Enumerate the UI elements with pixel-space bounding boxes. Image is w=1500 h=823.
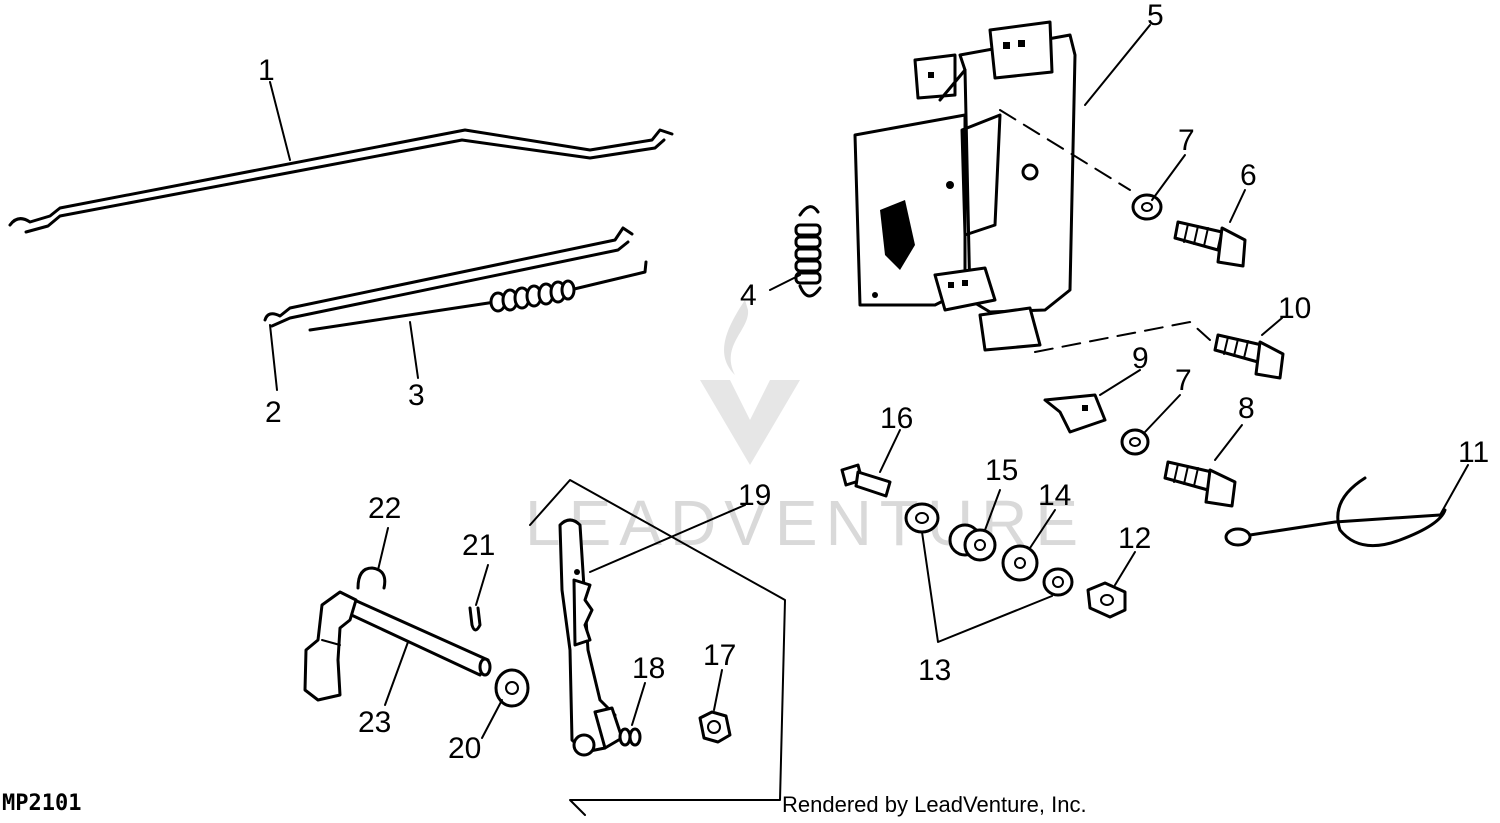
callout-9: 9 [1132, 342, 1149, 375]
part-20-washer [481, 668, 530, 739]
callout-22: 22 [368, 492, 401, 525]
part-13-washer-left [904, 502, 940, 534]
part-19-lever [558, 504, 746, 757]
part-5-bracket-assembly [853, 20, 1151, 352]
leader-dashed-6 [999, 109, 1131, 191]
callout-4: 4 [740, 279, 757, 312]
callout-13: 13 [918, 654, 951, 687]
part-2-rod [263, 226, 634, 391]
diagram-code: MP2101 [2, 791, 81, 816]
callout-12: 12 [1118, 522, 1151, 555]
part-3-spring-rod [308, 260, 648, 379]
callout-10: 10 [1278, 292, 1311, 325]
spring-coil [489, 279, 576, 313]
callout-17: 17 [703, 639, 736, 672]
callout-18: 18 [632, 652, 665, 685]
part-12-nut [1086, 551, 1136, 619]
callout-19: 19 [738, 479, 771, 512]
leader-13 [921, 531, 1053, 643]
part-7-lock-washer-upper [1131, 154, 1186, 221]
callout-23: 23 [358, 706, 391, 739]
callout-21: 21 [462, 529, 495, 562]
callout-7-lower: 7 [1175, 364, 1192, 397]
part-16-bolt [840, 429, 901, 498]
part-23-shaft [303, 590, 492, 706]
part-17-nut [698, 669, 732, 744]
part-9-clip [1043, 369, 1141, 434]
part-11-wire [1224, 464, 1469, 548]
callout-5: 5 [1147, 0, 1164, 32]
callout-15: 15 [985, 454, 1018, 487]
credit-text: Rendered by LeadVenture, Inc. [782, 792, 1087, 817]
callout-3: 3 [408, 379, 425, 412]
part-4-spring [769, 205, 822, 298]
part-6-bolt [1173, 189, 1247, 268]
watermark-text: LEADVENTURE [525, 487, 1086, 559]
callout-numbers: 1 2 3 4 5 6 7 7 8 9 10 11 12 13 14 15 16… [258, 0, 1489, 765]
part-1-rod [8, 81, 674, 234]
part-8-bolt [1163, 424, 1243, 508]
part-15-spacer [948, 489, 1001, 562]
part-7-lock-washer-lower [1120, 394, 1181, 456]
part-14-washer [1001, 509, 1056, 582]
callout-8: 8 [1238, 392, 1255, 425]
part-22-clip [356, 527, 389, 590]
callout-20: 20 [448, 732, 481, 765]
part-18-pin [618, 682, 646, 747]
callout-1: 1 [258, 54, 275, 87]
callout-14: 14 [1038, 479, 1071, 512]
part-10-bolt [1213, 317, 1285, 380]
part-13-washer-right [1042, 567, 1074, 597]
callout-11: 11 [1458, 436, 1489, 469]
callout-6: 6 [1240, 159, 1257, 192]
group-bracket-lines [529, 479, 786, 816]
callout-2: 2 [265, 396, 282, 429]
callout-7-upper: 7 [1178, 124, 1195, 157]
callout-16: 16 [880, 402, 913, 435]
part-21-pin [468, 564, 489, 632]
leader-dashed-10 [1034, 321, 1211, 353]
